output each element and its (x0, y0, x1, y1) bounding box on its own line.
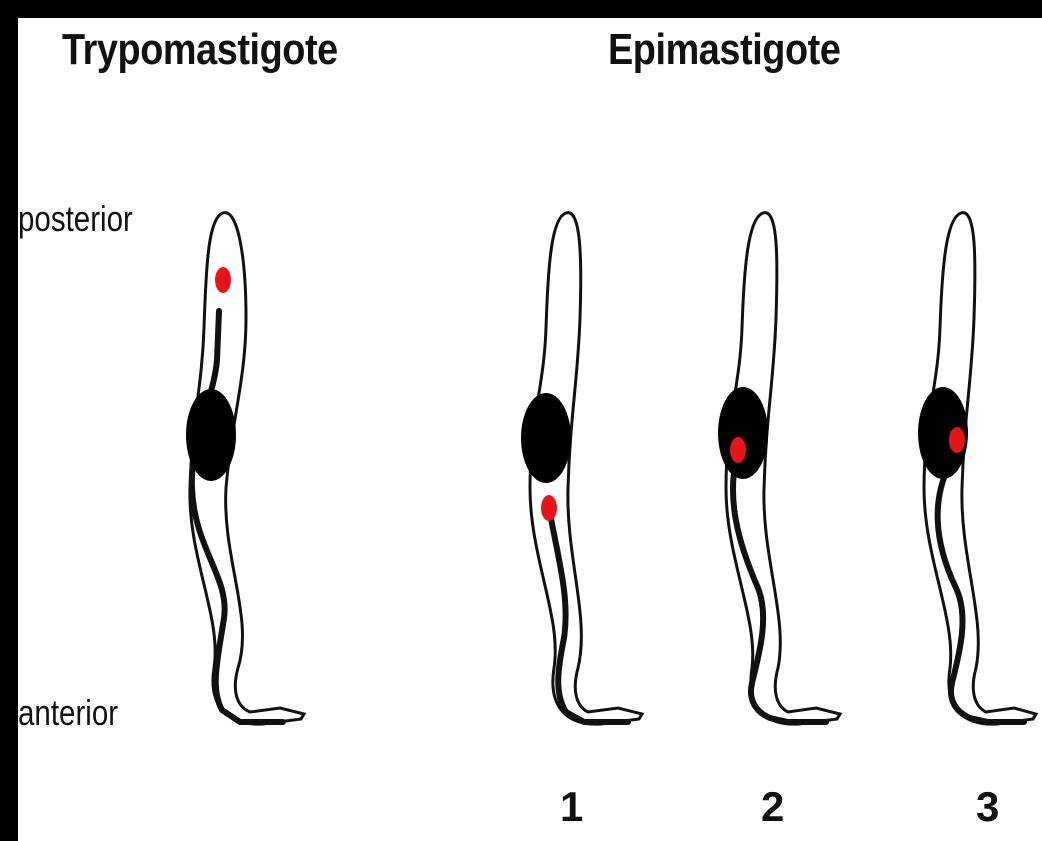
epimastigote-cell-1 (521, 213, 642, 724)
parasite-diagram (18, 18, 1042, 841)
figure-panel: Trypomastigote Epimastigote posterior an… (18, 18, 1042, 841)
trypomastigote-cell (186, 213, 304, 724)
epimastigote-number-2: 2 (761, 786, 784, 828)
kinetoplast (949, 427, 965, 453)
nucleus (718, 387, 768, 479)
kinetoplast (215, 267, 231, 293)
kinetoplast (541, 495, 557, 521)
nucleus (521, 393, 571, 483)
nucleus (186, 389, 236, 481)
epimastigote-cell-2 (718, 213, 840, 724)
epimastigote-number-1: 1 (560, 786, 583, 828)
kinetoplast (730, 437, 746, 463)
epimastigote-number-3: 3 (976, 786, 999, 828)
epimastigote-cell-3 (918, 213, 1036, 724)
